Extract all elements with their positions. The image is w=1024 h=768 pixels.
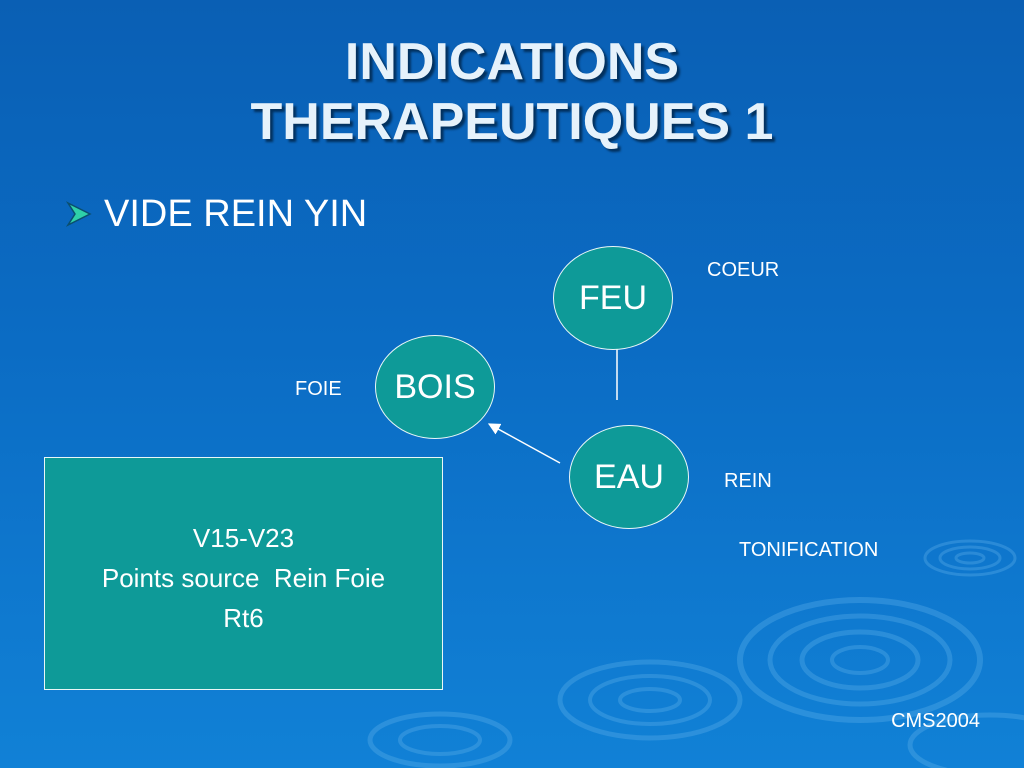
title-line-2: THERAPEUTIQUES 1	[250, 93, 774, 151]
node-bois-label: BOIS	[394, 367, 476, 406]
acupuncture-points-box: V15-V23 Points source Rein Foie Rt6	[44, 457, 443, 690]
arrowhead-bullet-icon	[65, 201, 92, 227]
bullet-text: VIDE REIN YIN	[104, 192, 368, 235]
organ-label-rein: REIN	[724, 470, 772, 492]
points-line-3: Rt6	[223, 603, 264, 633]
node-eau: EAU	[569, 425, 689, 529]
organ-label-coeur: COEUR	[707, 259, 780, 281]
footer-credit: CMS2004	[891, 710, 980, 732]
bullet-item: VIDE REIN YIN	[64, 190, 367, 238]
points-line-1: V15-V23	[192, 523, 295, 553]
node-feu-label: FEU	[579, 278, 647, 317]
slide-title: INDICATIONS THERAPEUTIQUES 1	[0, 32, 1024, 152]
arrow-eau-to-bois	[487, 423, 561, 464]
node-feu: FEU	[553, 246, 673, 350]
points-line-2: Points source Rein Foie	[101, 563, 386, 593]
title-line-1: INDICATIONS	[344, 33, 680, 91]
node-eau-label: EAU	[594, 457, 664, 496]
organ-label-foie: FOIE	[295, 378, 342, 400]
tonification-label: TONIFICATION	[739, 539, 879, 561]
node-bois: BOIS	[375, 335, 495, 439]
